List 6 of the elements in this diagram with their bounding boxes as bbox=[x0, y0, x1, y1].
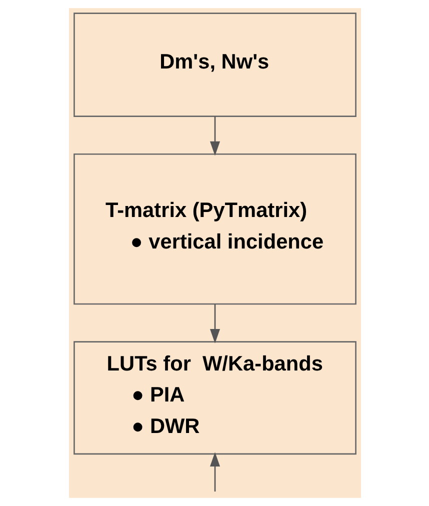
node-box: LUTs for W/Ka-bands ● PIA ● DWR bbox=[73, 341, 356, 455]
arrow bbox=[209, 452, 220, 492]
node-box: T-matrix (PyTmatrix) ● vertical incidence bbox=[73, 153, 356, 305]
arrow bbox=[209, 304, 220, 344]
arrow bbox=[209, 116, 220, 156]
node-box: Dm's, Nw's bbox=[73, 12, 356, 117]
